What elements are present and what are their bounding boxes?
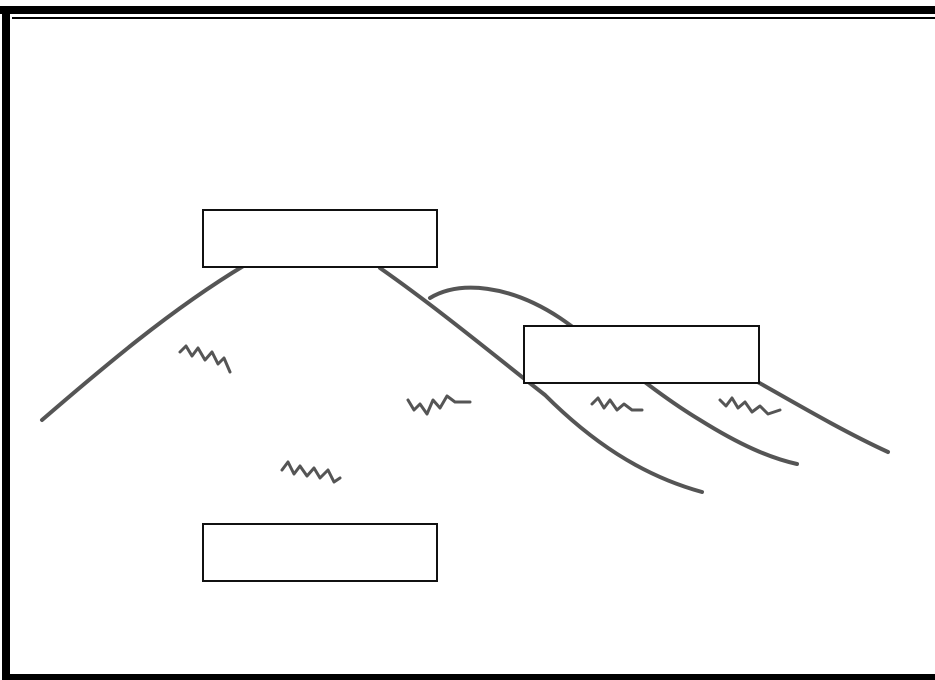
frame-border-bottom xyxy=(2,674,935,680)
frame-border-top-inner xyxy=(12,17,935,19)
grass-tuft-1 xyxy=(178,344,232,374)
grass-tuft-5 xyxy=(718,396,782,416)
grass-tuft-4 xyxy=(590,396,644,412)
label-box-right[interactable] xyxy=(523,325,760,384)
third-ridge xyxy=(738,370,890,454)
mountain-right-slope xyxy=(378,266,704,494)
grass-tuft-2 xyxy=(406,394,472,416)
mountain-left-slope xyxy=(40,263,247,422)
frame-border-left xyxy=(2,6,10,680)
frame-border-top xyxy=(0,6,935,14)
label-box-top[interactable] xyxy=(202,209,438,268)
grass-tuft-3 xyxy=(280,460,342,484)
label-box-bottom[interactable] xyxy=(202,523,438,582)
